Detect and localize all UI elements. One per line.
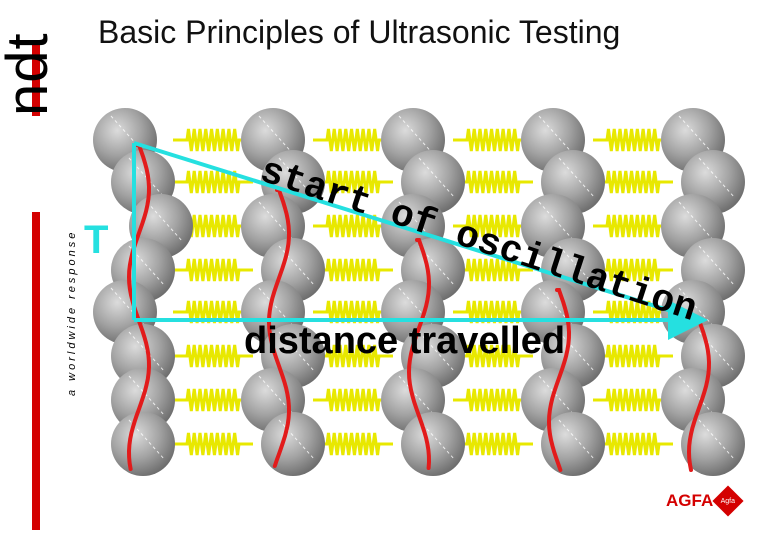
atom-highlight <box>538 115 576 157</box>
atom-highlight <box>678 201 716 243</box>
atom-highlight <box>538 375 576 417</box>
spring <box>453 432 533 456</box>
spring <box>173 258 253 282</box>
spring <box>593 388 673 412</box>
atom-highlight <box>698 419 736 461</box>
wave-2 <box>266 188 292 468</box>
atom <box>681 412 745 476</box>
wave-5 <box>686 318 712 472</box>
atom-highlight <box>558 245 596 287</box>
spring <box>173 344 253 368</box>
spring <box>593 214 673 238</box>
atom <box>401 412 465 476</box>
wave-4 <box>546 288 572 472</box>
spring <box>453 258 533 282</box>
wave-layer <box>126 143 712 472</box>
spring <box>173 214 253 238</box>
logo-red-bar <box>32 40 40 530</box>
spring <box>453 344 533 368</box>
spring <box>173 432 253 456</box>
spring <box>313 128 393 152</box>
atom-highlight <box>398 115 436 157</box>
agfa-wordmark: AGFA <box>666 491 714 510</box>
atom-highlight <box>128 375 166 417</box>
oscillation-front-line <box>133 141 701 322</box>
atom-highlight <box>146 201 184 243</box>
spring <box>593 258 673 282</box>
agfa-badge-icon: Agfa <box>712 485 744 517</box>
spring <box>313 388 393 412</box>
atom-highlight <box>538 201 576 243</box>
page-title: Basic Principles of Ultrasonic Testing <box>98 14 621 50</box>
atom-highlight <box>398 375 436 417</box>
spring <box>313 214 393 238</box>
atom-highlight <box>678 375 716 417</box>
atom-layer <box>93 108 745 476</box>
spring <box>313 170 393 194</box>
time-label: T <box>84 218 109 262</box>
spring <box>313 258 393 282</box>
spring <box>593 170 673 194</box>
spring <box>593 344 673 368</box>
atom-highlight <box>418 331 456 373</box>
atom-highlight <box>258 115 296 157</box>
logo-bar-gap <box>28 116 44 212</box>
atom-highlight <box>698 157 736 199</box>
spring <box>453 388 533 412</box>
spring <box>313 344 393 368</box>
spring <box>453 170 533 194</box>
atom-highlight <box>418 157 456 199</box>
atom-highlight <box>558 157 596 199</box>
distance-travelled-label: distance travelled <box>244 320 566 362</box>
atom <box>111 412 175 476</box>
agfa-logo: AGFA Agfa <box>666 485 744 517</box>
atom-highlight <box>698 245 736 287</box>
atom-highlight <box>678 115 716 157</box>
atom <box>111 324 175 388</box>
atom-highlight <box>278 331 316 373</box>
spring <box>173 170 253 194</box>
atom-highlight <box>278 157 316 199</box>
agfa-badge-text: Agfa <box>721 497 736 505</box>
spring <box>453 214 533 238</box>
spring <box>593 128 673 152</box>
spring <box>313 432 393 456</box>
atom <box>261 412 325 476</box>
spring <box>173 388 253 412</box>
atom-highlight <box>558 331 596 373</box>
wave-3 <box>406 238 432 470</box>
atom-highlight <box>558 419 596 461</box>
atom-highlight <box>278 419 316 461</box>
arrow-layer <box>132 141 708 340</box>
atom-highlight <box>418 419 456 461</box>
spring <box>593 432 673 456</box>
spring <box>173 128 253 152</box>
spring <box>453 128 533 152</box>
